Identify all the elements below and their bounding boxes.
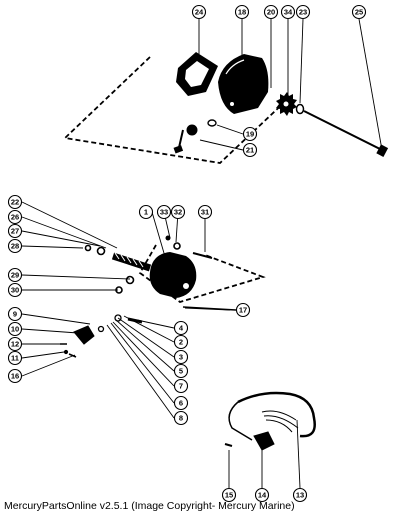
callout-31: 31 bbox=[197, 204, 213, 220]
callout-33: 33 bbox=[156, 204, 172, 220]
callout-3: 3 bbox=[173, 349, 189, 365]
long-bolt-part bbox=[303, 110, 389, 157]
gasket-part bbox=[176, 52, 218, 96]
svg-text:6: 6 bbox=[179, 399, 183, 408]
svg-text:3: 3 bbox=[179, 353, 183, 362]
svg-text:15: 15 bbox=[225, 491, 233, 500]
svg-text:13: 13 bbox=[296, 491, 304, 500]
callout-5: 5 bbox=[173, 363, 189, 379]
callout-24: 24 bbox=[191, 4, 207, 20]
key-switch-part bbox=[173, 119, 217, 154]
switch-assembly-part bbox=[60, 314, 122, 358]
callout-26: 26 bbox=[7, 209, 23, 225]
callout-14: 14 bbox=[254, 487, 270, 503]
mid-bolt-parts bbox=[127, 252, 237, 324]
shaft-part bbox=[111, 252, 152, 272]
callout-21: 21 bbox=[242, 142, 258, 158]
svg-text:2: 2 bbox=[179, 338, 183, 347]
callout-23: 23 bbox=[295, 4, 311, 20]
callout-8: 8 bbox=[173, 410, 189, 426]
callout-16: 16 bbox=[7, 368, 23, 384]
svg-text:1: 1 bbox=[144, 208, 148, 217]
svg-text:14: 14 bbox=[258, 491, 267, 500]
svg-text:20: 20 bbox=[267, 8, 275, 17]
callout-13: 13 bbox=[292, 487, 308, 503]
callout-34: 34 bbox=[280, 4, 296, 20]
callout-27: 27 bbox=[7, 223, 23, 239]
svg-text:27: 27 bbox=[11, 227, 19, 236]
callout-10: 10 bbox=[7, 321, 23, 337]
svg-text:22: 22 bbox=[11, 198, 19, 207]
svg-text:32: 32 bbox=[174, 208, 182, 217]
leader-lines bbox=[21, 18, 383, 489]
callout-19: 19 bbox=[242, 126, 258, 142]
svg-text:30: 30 bbox=[11, 286, 19, 295]
svg-text:12: 12 bbox=[11, 340, 19, 349]
callout-6: 6 bbox=[173, 395, 189, 411]
callout-20: 20 bbox=[263, 4, 279, 20]
svg-text:25: 25 bbox=[355, 8, 363, 17]
svg-text:29: 29 bbox=[11, 271, 19, 280]
svg-text:19: 19 bbox=[246, 130, 254, 139]
svg-text:4: 4 bbox=[179, 324, 184, 333]
svg-text:21: 21 bbox=[246, 146, 254, 155]
svg-text:8: 8 bbox=[179, 414, 183, 423]
callout-4: 4 bbox=[173, 320, 189, 336]
callout-25: 25 bbox=[351, 4, 367, 20]
svg-text:33: 33 bbox=[160, 208, 168, 217]
svg-text:11: 11 bbox=[11, 354, 19, 363]
wire-harness-part bbox=[224, 391, 316, 451]
svg-text:7: 7 bbox=[179, 382, 183, 391]
svg-text:18: 18 bbox=[238, 8, 246, 17]
svg-text:23: 23 bbox=[299, 8, 307, 17]
small-washer-parts bbox=[84, 242, 181, 294]
svg-text:16: 16 bbox=[11, 372, 19, 381]
callout-2: 2 bbox=[173, 334, 189, 350]
svg-text:5: 5 bbox=[179, 367, 183, 376]
svg-text:17: 17 bbox=[239, 306, 247, 315]
gear-washer-part bbox=[276, 92, 305, 116]
callout-labels: 24 18 20 34 23 25 19 21 22 26 27 28 1 33… bbox=[7, 4, 367, 503]
main-body-part bbox=[149, 235, 197, 298]
callout-9: 9 bbox=[7, 306, 23, 322]
callout-30: 30 bbox=[7, 282, 23, 298]
svg-text:34: 34 bbox=[284, 8, 293, 17]
callout-1: 1 bbox=[138, 204, 154, 220]
callout-29: 29 bbox=[7, 267, 23, 283]
svg-text:24: 24 bbox=[195, 8, 204, 17]
callout-17: 17 bbox=[235, 302, 251, 318]
callout-11: 11 bbox=[7, 350, 23, 366]
cover-housing-part bbox=[218, 54, 269, 114]
svg-text:9: 9 bbox=[13, 310, 17, 319]
callout-7: 7 bbox=[173, 378, 189, 394]
callout-12: 12 bbox=[7, 336, 23, 352]
callout-18: 18 bbox=[234, 4, 250, 20]
svg-text:26: 26 bbox=[11, 213, 19, 222]
svg-text:28: 28 bbox=[11, 242, 19, 251]
image-caption: MercuryPartsOnline v2.5.1 (Image Copyrig… bbox=[4, 500, 295, 512]
callout-22: 22 bbox=[7, 194, 23, 210]
callout-15: 15 bbox=[221, 487, 237, 503]
callout-32: 32 bbox=[170, 204, 186, 220]
svg-text:10: 10 bbox=[11, 325, 19, 334]
callout-28: 28 bbox=[7, 238, 23, 254]
svg-text:31: 31 bbox=[201, 208, 209, 217]
